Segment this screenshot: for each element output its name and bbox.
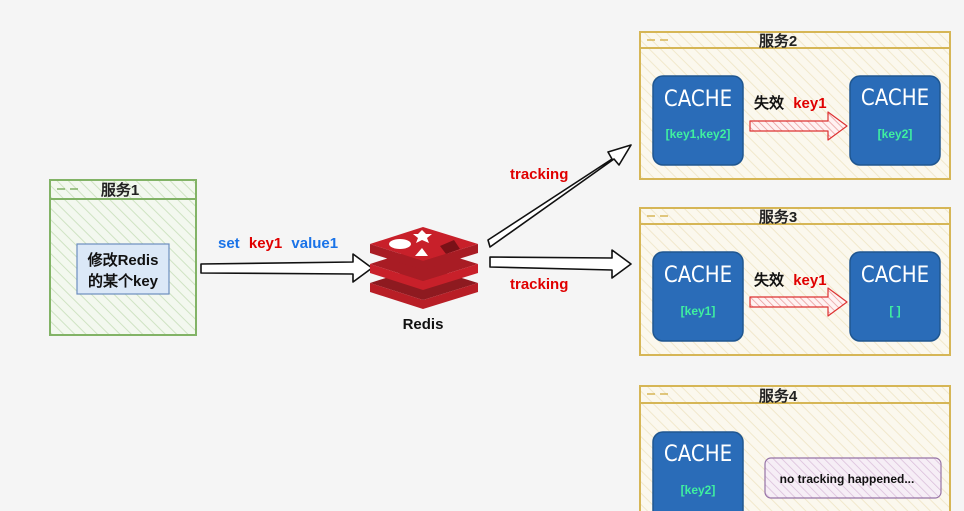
service4-note: no tracking happened... <box>780 472 915 486</box>
service1-title: 服务1 <box>101 181 139 199</box>
service2-cache-left-keys: [key1,key2] <box>666 127 731 141</box>
redis-cube-icon <box>440 240 460 254</box>
service4-note-box <box>764 457 942 499</box>
service3-title: 服务3 <box>759 208 797 226</box>
service2-invalidate-arrow <box>749 111 848 141</box>
service1-note-line2: 的某个key <box>88 272 159 290</box>
arrow-service1-to-redis <box>200 253 373 283</box>
service3-cache-left-title: CACHE <box>664 263 732 288</box>
service1-note-box <box>76 243 170 295</box>
service3-invalidate-label: 失效 key1 <box>754 271 827 289</box>
service4-window: 服务4 CACHE [key2] no tracking happened... <box>639 385 951 511</box>
service2-window: 服务2 CACHE [key1,key2] 失效 key1 CACHE [key… <box>639 31 951 180</box>
service4-cache-keys: [key2] <box>681 483 716 497</box>
service3-cache-right-keys: [ ] <box>889 304 900 318</box>
service3-cache-right-title: CACHE <box>861 263 929 288</box>
redis-logo <box>370 227 478 309</box>
tracking-label-top: tracking <box>510 166 568 183</box>
service3-invalidate-arrow <box>749 287 848 317</box>
arrow-redis-to-service3 <box>489 249 632 279</box>
service2-cache-left-title: CACHE <box>664 87 732 112</box>
arrow-redis-to-service2 <box>487 144 632 248</box>
service4-cache <box>652 431 744 511</box>
service1-window: 服务1 修改Redis 的某个key <box>49 179 197 336</box>
service3-window: 服务3 CACHE [key1] 失效 key1 CACHE [ ] <box>639 207 951 356</box>
redis-circle-icon <box>389 239 411 249</box>
redis-triangle-icon <box>415 248 428 256</box>
service4-cache-title: CACHE <box>664 442 732 467</box>
service4-title: 服务4 <box>759 387 798 405</box>
service2-cache-right <box>849 75 941 166</box>
set-value: value1 <box>291 235 338 252</box>
service2-cache-right-keys: [key2] <box>878 127 913 141</box>
tracking-label-bottom: tracking <box>510 276 568 293</box>
service3-cache-right <box>849 251 941 342</box>
service3-cache-left-keys: [key1] <box>681 304 716 318</box>
redis-star-icon <box>413 230 432 243</box>
service2-title: 服务2 <box>759 32 797 50</box>
service2-cache-left <box>652 75 744 166</box>
service2-invalidate-label: 失效 key1 <box>754 94 827 112</box>
service1-note-line1: 修改Redis <box>87 251 159 269</box>
set-keyword: set <box>218 235 240 252</box>
service3-cache-left <box>652 251 744 342</box>
set-command-label: set key1 value1 <box>218 235 338 252</box>
redis-label: Redis <box>403 316 444 333</box>
service2-cache-right-title: CACHE <box>861 86 929 111</box>
set-key: key1 <box>249 235 282 252</box>
